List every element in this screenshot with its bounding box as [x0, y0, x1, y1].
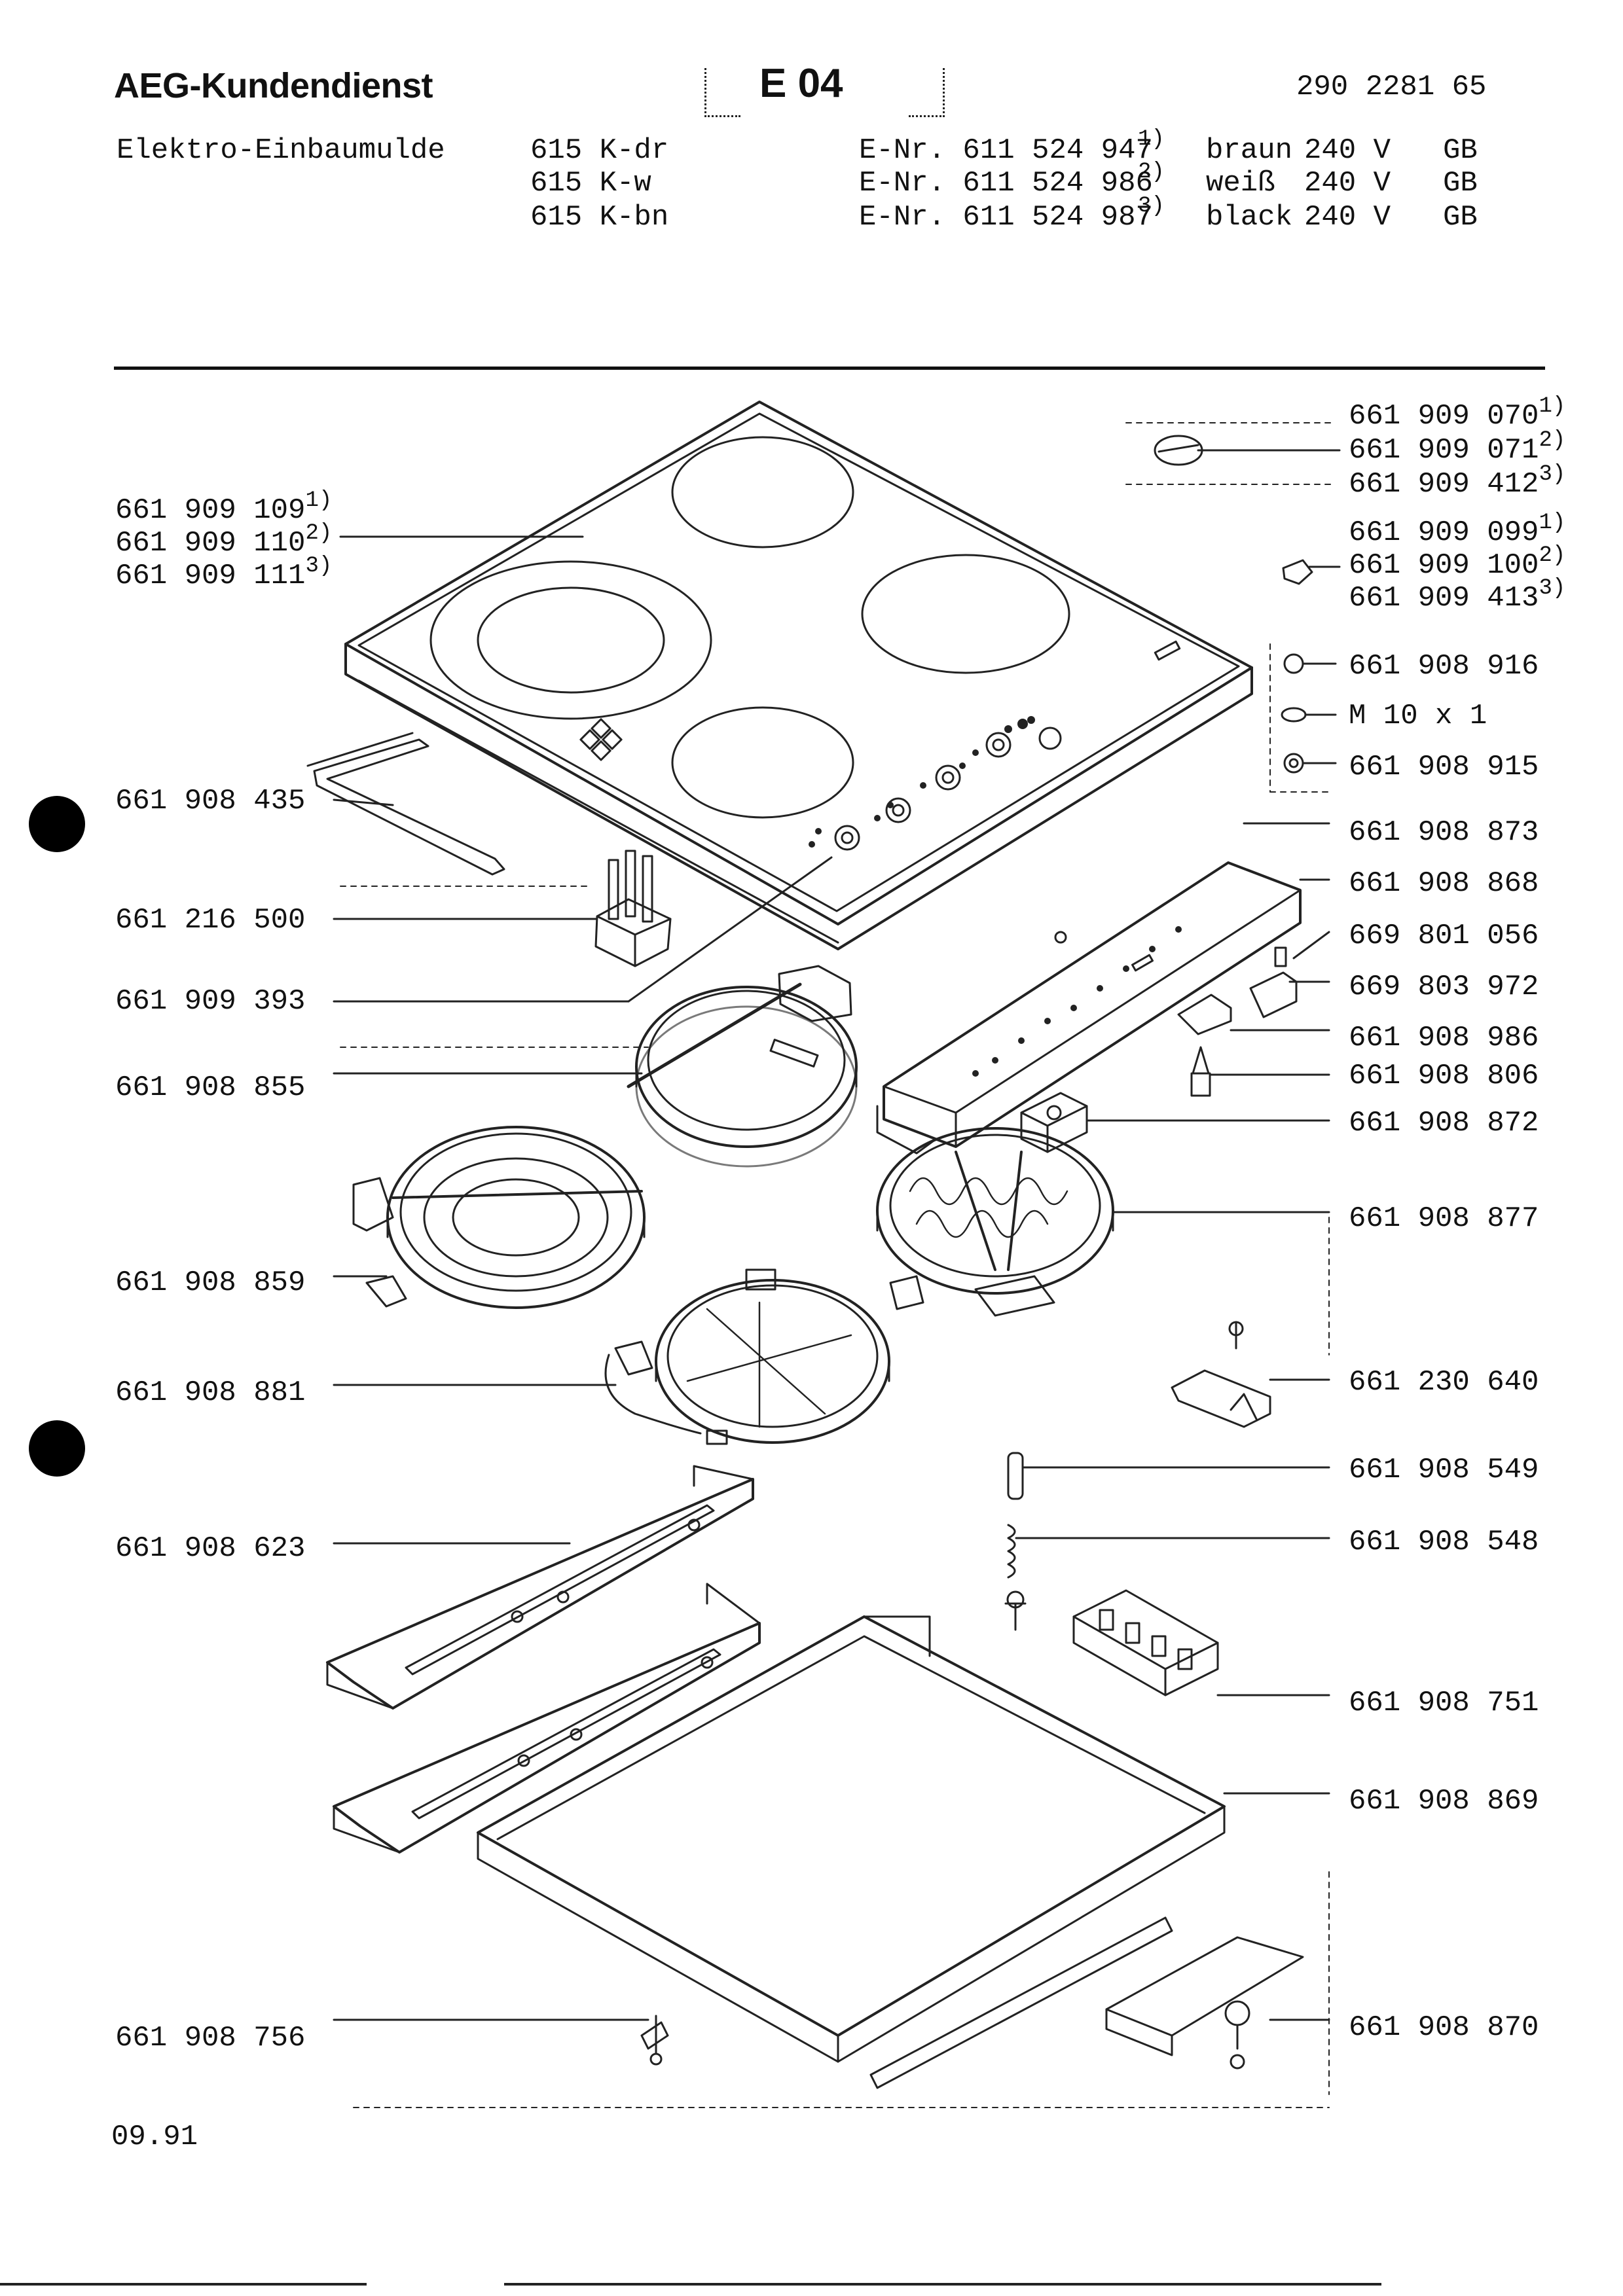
support-rail-lower	[333, 1583, 761, 1854]
model-ref: 2)	[1138, 160, 1165, 185]
seal-strip	[306, 732, 505, 876]
heating-ring-small	[635, 965, 858, 1168]
part-number: 661 908 548	[1349, 1526, 1539, 1558]
model-ref: 1)	[1138, 127, 1165, 152]
model-color: black	[1206, 201, 1293, 234]
part-number: 669 803 972	[1349, 971, 1539, 1003]
part-number: 661 908 869	[1349, 1785, 1539, 1818]
revision-date: 09.91	[111, 2121, 198, 2153]
control-knob	[1154, 435, 1203, 466]
support-rail-upper	[326, 1465, 754, 1710]
punch-hole	[29, 1420, 85, 1477]
brand-title: AEG-Kundendienst	[114, 66, 433, 105]
part-number: 661 908 859	[115, 1266, 306, 1299]
part-number: 669 801 056	[1349, 920, 1539, 952]
part-number: 661 230 640	[1349, 1366, 1539, 1399]
terminal-block	[594, 850, 672, 967]
model-voltage: 240 V	[1304, 201, 1391, 234]
model-region: GB	[1443, 201, 1478, 234]
model-color: braun	[1206, 134, 1293, 167]
code-bracket-left	[704, 68, 740, 117]
model-region: GB	[1443, 167, 1478, 200]
fixing-clip	[640, 2015, 669, 2066]
part-number: 661 909 393	[115, 985, 306, 1018]
scan-edge	[0, 2283, 367, 2286]
document-number: 290 2281 65	[1296, 71, 1487, 103]
product-name: Elektro-Einbaumulde	[117, 134, 445, 167]
scan-edge	[504, 2283, 1381, 2286]
model-voltage: 240 V	[1304, 134, 1391, 167]
sensor-rod	[627, 982, 802, 1088]
model-enr: E-Nr. 611 524 986	[859, 167, 1153, 200]
code-bracket-right	[909, 68, 945, 117]
part-number: 661 908 915	[1349, 751, 1539, 783]
heating-element-halogen	[604, 1268, 890, 1445]
pin-and-spring	[1004, 1452, 1027, 1631]
part-number: 661 908 872	[1349, 1107, 1539, 1139]
heating-element-coil	[352, 1126, 646, 1309]
part-number: 661 908 868	[1349, 867, 1539, 900]
header-divider	[114, 367, 1545, 370]
part-number: 661 908 881	[115, 1376, 306, 1409]
nut-and-washer	[1281, 653, 1307, 774]
part-number: 661 908 549	[1349, 1454, 1539, 1486]
part-number: 661 908 870	[1349, 2011, 1539, 2044]
part-number: 661 908 855	[115, 1071, 306, 1104]
model-region: GB	[1443, 134, 1478, 167]
terminal-strip	[1072, 1589, 1219, 1696]
indicator-cap	[1282, 559, 1313, 585]
part-number: 661 908 751	[1349, 1687, 1539, 1719]
part-number: 661 908 877	[1349, 1202, 1539, 1235]
control-switch	[1020, 946, 1298, 1153]
part-number: 661 908 756	[115, 2022, 306, 2054]
control-rail	[876, 861, 1302, 1155]
part-number: 661 908 986	[1349, 1022, 1539, 1054]
model-code: 615 K-dr	[530, 134, 669, 167]
glass-cooktop	[344, 401, 1253, 950]
model-enr: E-Nr. 611 524 947	[859, 134, 1153, 167]
base-tray	[477, 1615, 1226, 2089]
part-number: M 10 x 1	[1349, 700, 1487, 732]
radiant-heater	[876, 1127, 1114, 1317]
part-number: 661 908 623	[115, 1532, 306, 1565]
part-number: 661 908 435	[115, 785, 306, 817]
rear-bracket	[1105, 1936, 1304, 2070]
part-number: 661 908 873	[1349, 816, 1539, 849]
callout-guides	[340, 422, 1336, 2108]
model-code: 615 K-bn	[530, 201, 669, 234]
part-number: 661 908 916	[1349, 650, 1539, 683]
model-voltage: 240 V	[1304, 167, 1391, 200]
model-enr: E-Nr. 611 524 987	[859, 201, 1153, 234]
model-ref: 3)	[1138, 194, 1165, 219]
mounting-bracket	[1171, 1321, 1271, 1428]
leader-lines	[333, 449, 1341, 2021]
part-number: 661 216 500	[115, 904, 306, 937]
model-code: 615 K-w	[530, 167, 651, 200]
model-color: weiß	[1206, 167, 1275, 200]
part-number: 661 908 806	[1349, 1060, 1539, 1092]
diagram-code: E 04	[759, 61, 843, 106]
punch-hole	[29, 796, 85, 852]
